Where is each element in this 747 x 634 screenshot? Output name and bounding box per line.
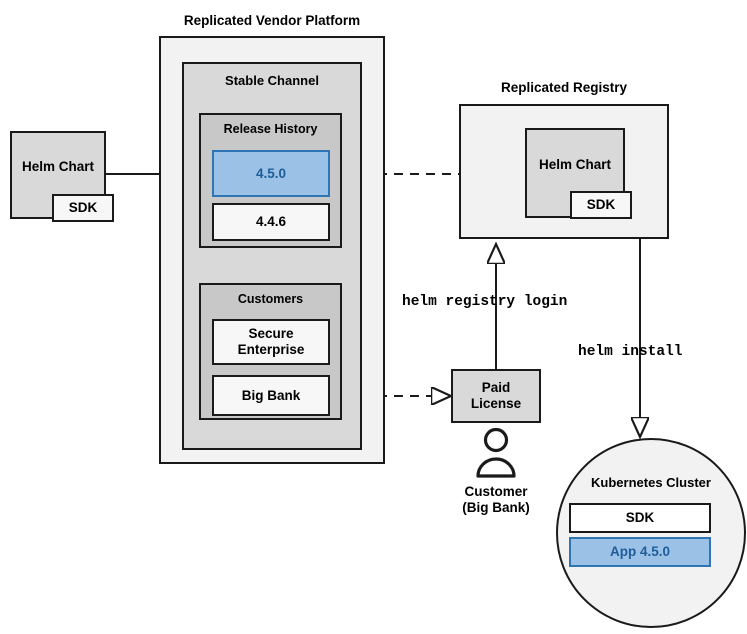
source-sdk-box[interactable]: SDK [52, 194, 114, 222]
source-helm-chart-label: Helm Chart [21, 159, 94, 175]
registry-title: Replicated Registry [500, 80, 628, 95]
command-helm-install: helm install [578, 344, 683, 360]
customer-item-secure-enterprise[interactable]: Secure Enterprise [212, 319, 330, 365]
source-sdk-label: SDK [68, 200, 98, 216]
customer-caption: Customer (Big Bank) [462, 484, 530, 515]
cluster-component-sdk[interactable]: SDK [569, 503, 711, 533]
release-item-4-4-6[interactable]: 4.4.6 [212, 203, 330, 241]
release-history-title: Release History [223, 122, 318, 136]
kubernetes-cluster-title: Kubernetes Cluster [591, 475, 711, 490]
customer-item-big-bank[interactable]: Big Bank [212, 375, 330, 416]
kubernetes-cluster-circle [556, 438, 746, 628]
paid-license-label: Paid License [470, 380, 522, 411]
release-item-4-4-6-label: 4.4.6 [255, 214, 287, 230]
cluster-component-app-label: App 4.5.0 [609, 544, 671, 560]
customer-person-icon [476, 427, 516, 478]
vendor-platform-title: Replicated Vendor Platform [183, 13, 361, 28]
cluster-component-sdk-label: SDK [625, 510, 655, 526]
release-item-4-5-0[interactable]: 4.5.0 [212, 150, 330, 197]
customer-item-big-bank-label: Big Bank [241, 387, 301, 403]
customers-title: Customers [237, 292, 304, 306]
registry-sdk-box[interactable]: SDK [570, 191, 632, 219]
customer-item-secure-enterprise-label: Secure Enterprise [237, 326, 305, 357]
cluster-component-app[interactable]: App 4.5.0 [569, 537, 711, 567]
registry-sdk-label: SDK [586, 197, 616, 213]
stable-channel-title: Stable Channel [225, 73, 319, 88]
paid-license-box[interactable]: Paid License [451, 369, 541, 423]
registry-helm-chart-label: Helm Chart [538, 157, 611, 173]
command-registry-login: helm registry login [402, 294, 568, 310]
release-item-4-5-0-label: 4.5.0 [255, 165, 287, 181]
